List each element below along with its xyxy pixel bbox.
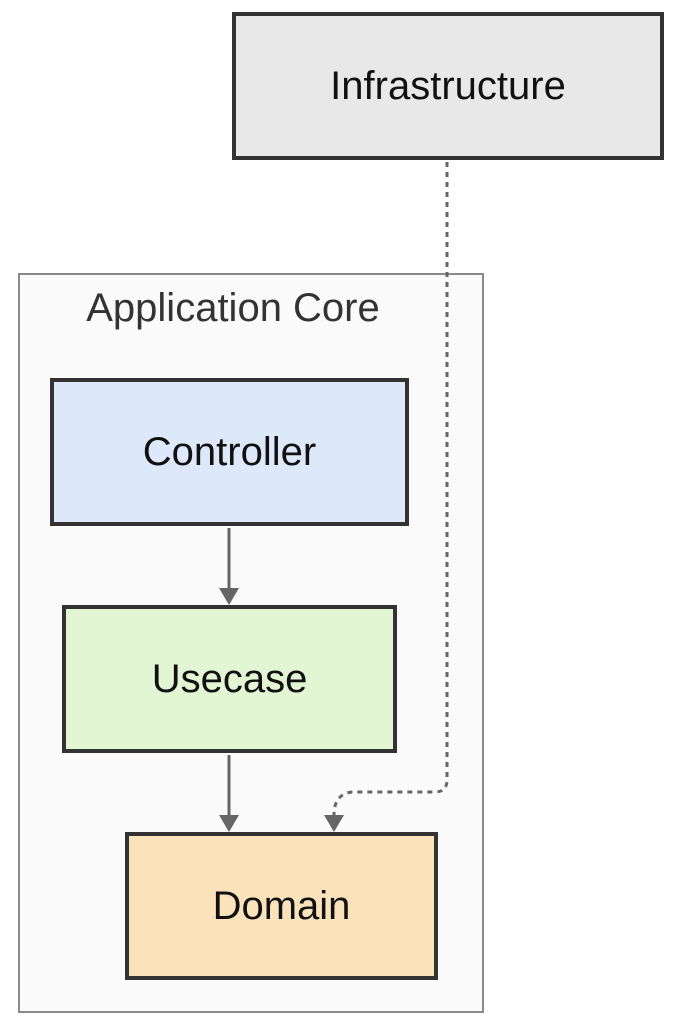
- infrastructure-node[interactable]: Infrastructure: [232, 12, 664, 160]
- domain-label: Domain: [212, 883, 351, 928]
- controller-node[interactable]: Controller: [50, 378, 409, 526]
- infrastructure-label: Infrastructure: [330, 63, 566, 108]
- usecase-label: Usecase: [151, 656, 308, 701]
- domain-node[interactable]: Domain: [125, 832, 438, 980]
- usecase-node[interactable]: Usecase: [62, 605, 397, 753]
- application-core-label: Application Core: [86, 286, 380, 330]
- controller-label: Controller: [142, 429, 317, 474]
